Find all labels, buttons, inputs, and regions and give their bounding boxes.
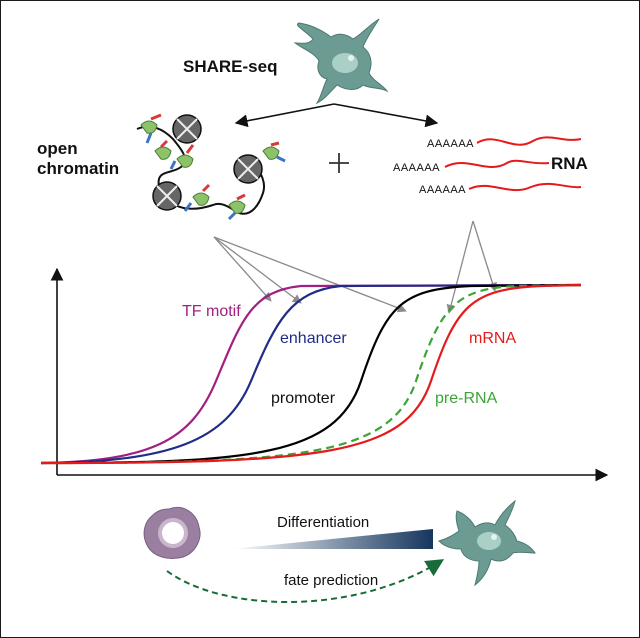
polya-1: AAAAAA	[427, 138, 474, 150]
promoter-label: promoter	[271, 390, 336, 407]
nucleosome-2	[233, 154, 263, 184]
polya-2: AAAAAA	[393, 162, 440, 174]
polya-3: AAAAAA	[419, 184, 466, 196]
rna-label: RNA	[551, 154, 588, 173]
tf-motif-curve	[40, 283, 582, 465]
rna-transcripts: AAAAAA AAAAAA AAAAAA	[393, 136, 582, 196]
open-label-line2: chromatin	[37, 159, 119, 178]
nucleosome-1	[172, 114, 202, 144]
plot-axes	[50, 267, 609, 482]
method-label: SHARE-seq	[183, 57, 277, 76]
mrna-label: mRNA	[469, 330, 516, 347]
enhancer-curve	[40, 283, 582, 465]
differentiation-gradient	[231, 529, 433, 549]
differentiation-label: Differentiation	[277, 514, 369, 531]
progenitor-cell-icon	[143, 507, 201, 559]
open-label-line1: open	[37, 139, 78, 158]
plus-sign	[329, 153, 349, 173]
open-chromatin-icon	[136, 113, 286, 221]
connector-arrows	[213, 220, 497, 314]
differentiated-cell-bottom-icon	[438, 499, 536, 587]
tf-motif-label: TF motif	[182, 303, 241, 320]
enhancer-label: enhancer	[280, 330, 347, 347]
split-arrow	[234, 103, 439, 128]
differentiated-cell-top-icon	[293, 18, 389, 105]
fate-prediction-arrow	[166, 559, 445, 603]
pre-rna-label: pre-RNA	[435, 390, 498, 407]
nucleosome-3	[152, 181, 182, 211]
fate-prediction-label: fate prediction	[284, 572, 378, 589]
mrna-curve	[40, 283, 582, 465]
promoter-curve	[40, 283, 582, 465]
